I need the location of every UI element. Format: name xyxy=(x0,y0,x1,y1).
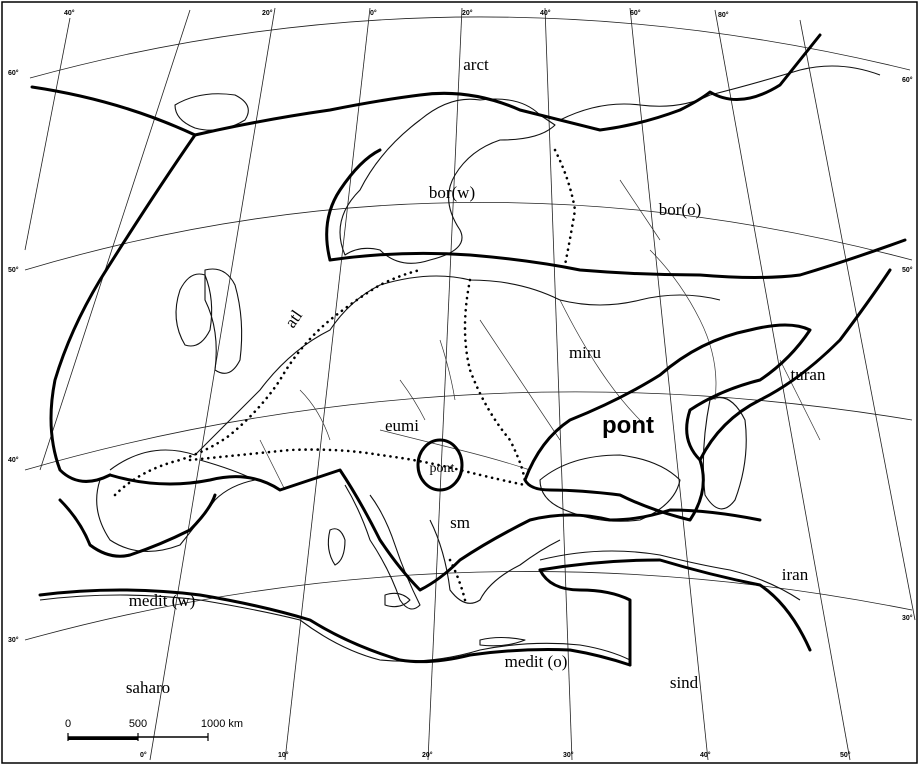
rivers xyxy=(259,179,821,491)
lon-tick-bottom: 40° xyxy=(700,751,711,759)
label-medit-w: medit (w) xyxy=(129,591,196,610)
label-turan: turan xyxy=(791,365,826,384)
dotted-boundaries xyxy=(113,148,577,602)
scale-label: 1000 km xyxy=(201,718,243,730)
coastlines xyxy=(39,65,881,662)
scale-bar: 0 500 1000 km xyxy=(65,718,243,741)
region-labels: arct bor(w) bor(o) atl miru turan eumi p… xyxy=(126,55,826,697)
lon-tick-bottom: 0° xyxy=(140,751,147,759)
lon-tick-top: 0° xyxy=(370,9,377,17)
label-miru: miru xyxy=(569,343,602,362)
longitude-lines xyxy=(24,7,916,761)
label-eumi: eumi xyxy=(385,416,419,435)
lon-tick-bottom: 20° xyxy=(422,751,433,759)
lon-tick-bottom: 10° xyxy=(278,751,289,759)
lon-tick-top: 80° xyxy=(718,11,729,19)
label-bor-w: bor(w) xyxy=(429,183,475,202)
scale-label: 500 xyxy=(129,718,147,730)
lat-tick: 60° xyxy=(8,69,19,77)
lat-tick: 30° xyxy=(902,614,913,622)
label-saharo: saharo xyxy=(126,678,170,697)
lat-tick: 40° xyxy=(8,456,19,464)
label-arct: arct xyxy=(463,55,489,74)
coordinate-ticks: 60° 50° 40° 30° 60° 50° 30° 40° 20° 0° 2… xyxy=(8,9,913,759)
label-pont-small: pont xyxy=(430,461,455,476)
region-boundaries xyxy=(30,33,907,667)
lon-tick-bottom: 30° xyxy=(563,751,574,759)
lon-tick-top: 20° xyxy=(462,9,473,17)
label-sm: sm xyxy=(450,513,470,532)
label-sind: sind xyxy=(670,673,699,692)
label-iran: iran xyxy=(782,565,809,584)
lat-tick: 50° xyxy=(902,266,913,274)
lat-tick: 30° xyxy=(8,636,19,644)
label-medit-o: medit (o) xyxy=(505,652,568,671)
scale-label: 0 xyxy=(65,718,71,730)
lat-tick: 50° xyxy=(8,266,19,274)
latitude-lines xyxy=(24,16,913,641)
lon-tick-top: 60° xyxy=(630,9,641,17)
lon-tick-top: 40° xyxy=(64,9,75,17)
label-bor-o: bor(o) xyxy=(659,200,701,219)
lon-tick-top: 20° xyxy=(262,9,273,17)
label-pont: pont xyxy=(602,412,654,439)
lon-tick-bottom: 50° xyxy=(840,751,851,759)
lon-tick-top: 40° xyxy=(540,9,551,17)
lat-tick: 60° xyxy=(902,76,913,84)
label-atl: atl xyxy=(281,306,306,331)
